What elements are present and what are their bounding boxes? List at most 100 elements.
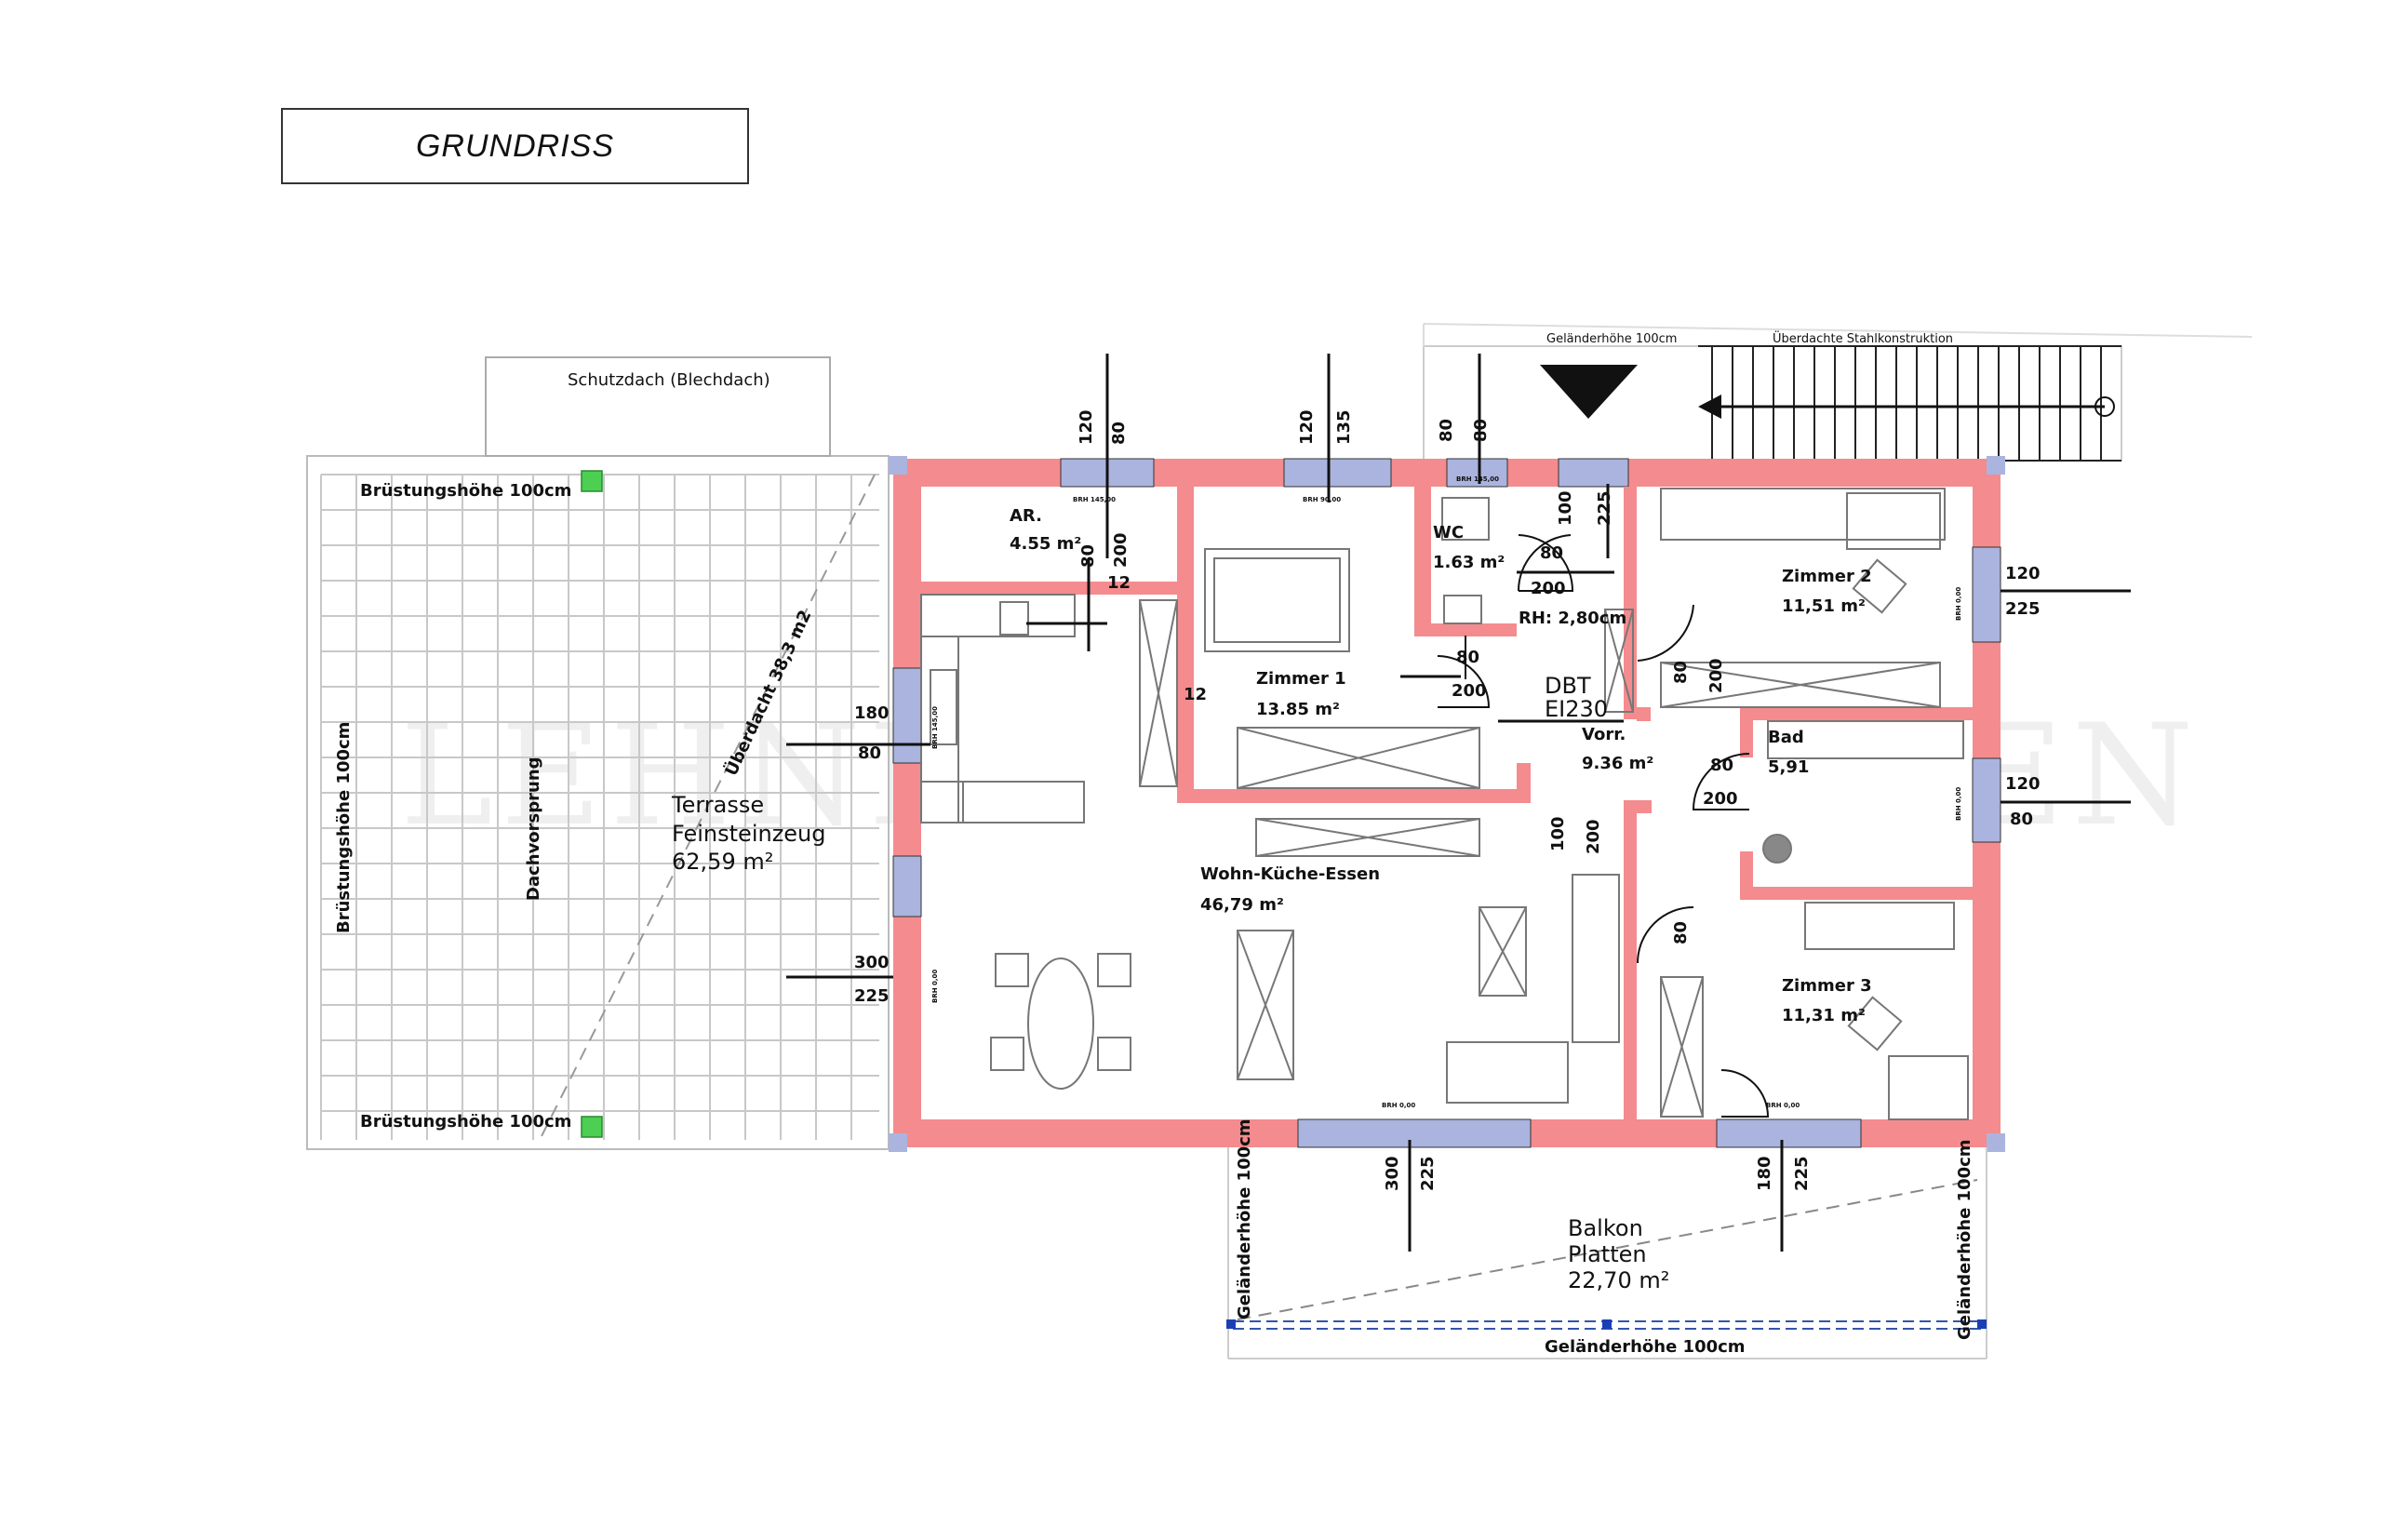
dim-label: 225: [2005, 599, 2041, 619]
dim-label: 300: [854, 953, 890, 972]
corner-post-bottom: [581, 1116, 603, 1138]
dim-label: 120: [1297, 409, 1317, 445]
room-ar-area: 4.55 m²: [1010, 534, 1081, 554]
dim-label: 200: [1452, 681, 1487, 701]
dim-label: 80: [1540, 543, 1563, 563]
dimension-labels: 120 80 120 135 80 80 100 225 80 200 80 2…: [854, 409, 2041, 1191]
steel-structure: Geländerhöhe 100cm Überdachte Stahlkonst…: [1423, 323, 2253, 462]
dim-label: 120: [1077, 409, 1096, 445]
brh-label: BRH 0,00: [931, 970, 939, 1003]
dim-label: 135: [1334, 409, 1354, 445]
corner-post-top: [581, 470, 603, 492]
dim-label: 200: [1584, 819, 1603, 854]
room-zimmer3-name: Zimmer 3: [1782, 976, 1872, 996]
stair-end-icon: [2094, 396, 2115, 417]
room-bad-area: 5,91: [1768, 757, 1809, 777]
dim-label: 225: [854, 986, 890, 1006]
outer-walls: [893, 459, 2001, 1147]
dim-label: 200: [1703, 789, 1738, 809]
stahl-label: Überdachte Stahlkonstruktion: [1773, 330, 1953, 346]
room-zimmer1-name: Zimmer 1: [1256, 669, 1346, 689]
dim-label: 200: [1531, 579, 1566, 598]
dachvorsprung-label: Dachvorsprung: [524, 757, 543, 901]
roof-overhang-line: [539, 474, 876, 1141]
balkon-gelaender-left: Geländerhöhe 100cm: [1235, 1118, 1254, 1319]
window-left-1: [892, 667, 922, 764]
room-labels: AR. 4.55 m² WC 1.63 m² Zimmer 1 13.85 m²…: [1010, 506, 1872, 1025]
entrance-door: [1558, 458, 1629, 488]
dim-label: 80: [1671, 921, 1691, 944]
dim-label: 300: [1383, 1156, 1402, 1191]
terrace-grid: [320, 474, 879, 1140]
arrow-left-icon: [1698, 395, 1721, 419]
terrace-area: 62,59 m²: [672, 849, 773, 875]
dim-label: 80: [858, 743, 881, 763]
window-bottom-2: [1716, 1118, 1862, 1148]
window-left-2: [892, 855, 922, 917]
room-wohn-area: 46,79 m²: [1200, 895, 1284, 915]
window-right-1: [1972, 546, 2001, 643]
brh-label: BRH 145,00: [1073, 496, 1116, 503]
dim-label: 12: [1107, 573, 1131, 593]
dim-label: 80: [2010, 810, 2033, 829]
room-zimmer2-area: 11,51 m²: [1782, 596, 1866, 616]
door-swings: [1437, 534, 1770, 1118]
dim-label: 80: [1437, 419, 1456, 442]
cut-lines: [786, 354, 2131, 1252]
room-zimmer2-name: Zimmer 2: [1782, 567, 1872, 586]
dim-label: 180: [1755, 1156, 1774, 1191]
plan-title: GRUNDRISS: [415, 127, 615, 164]
furniture: [920, 488, 1969, 1120]
room-wohn-name: Wohn-Küche-Essen: [1200, 864, 1380, 884]
dim-label: 80: [1456, 648, 1479, 667]
dim-label: 100: [1548, 816, 1568, 851]
terrace-name: Terrasse: [671, 792, 764, 818]
dim-label: 120: [2005, 564, 2041, 583]
schutzdach-label: Schutzdach (Blechdach): [568, 370, 770, 390]
balkon-gelaender-bottom: Geländerhöhe 100cm: [1545, 1337, 1746, 1357]
room-ar-name: AR.: [1010, 506, 1042, 526]
window-right-2: [1972, 757, 2001, 843]
brh-label: BRH 145,00: [1456, 475, 1499, 483]
room-wc-area: 1.63 m²: [1433, 553, 1505, 572]
gelaender-top-label: Geländerhöhe 100cm: [1546, 332, 1677, 346]
dim-label: 80: [1109, 422, 1129, 445]
fire-door-label: DBT: [1545, 673, 1591, 699]
room-vorr-name: Vorr.: [1582, 725, 1626, 744]
brh-label: BRH 0,00: [1955, 587, 1962, 621]
brh-label: BRH 90,00: [1303, 496, 1341, 503]
entrance-triangle-icon: [1540, 365, 1638, 419]
dim-label: 180: [854, 703, 890, 723]
dim-label: 80: [1671, 661, 1691, 684]
brh-label: BRH 0,00: [1766, 1102, 1800, 1109]
dim-label: 80: [1078, 544, 1098, 568]
dim-label: 12: [1184, 685, 1207, 704]
terrace-material: Feinsteinzeug: [672, 821, 826, 847]
bruestung-side-label: Brüstungshöhe 100cm: [334, 722, 354, 933]
room-zimmer1-area: 13.85 m²: [1256, 700, 1340, 719]
room-bad-name: Bad: [1768, 728, 1804, 747]
brh-labels: BRH 145,00 BRH 90,00 BRH 145,00 BRH 0,00…: [931, 475, 1962, 1109]
title-box: GRUNDRISS: [281, 108, 749, 184]
dim-label: 225: [1595, 490, 1614, 526]
dim-label: 200: [1706, 658, 1726, 693]
balkon-material: Platten: [1568, 1241, 1647, 1267]
fire-rating-label: EI230: [1545, 696, 1608, 722]
brh-label: BRH 145,00: [931, 706, 939, 749]
brh-label: BRH 0,00: [1955, 787, 1962, 821]
window-top-3: [1446, 458, 1508, 488]
balkon-gelaender-right: Geländerhöhe 100cm: [1955, 1139, 1974, 1340]
wall-corners: [889, 456, 2005, 1152]
dim-label: 225: [1418, 1156, 1438, 1191]
brh-label: BRH 0,00: [1382, 1102, 1415, 1109]
balkon: Balkon Platten 22,70 m² Geländerhöhe 100…: [1226, 1118, 1987, 1359]
dim-label: 225: [1792, 1156, 1812, 1191]
dim-label: 80: [1710, 756, 1733, 775]
room-zimmer3-area: 11,31 m²: [1782, 1006, 1866, 1025]
bruestung-bottom-label: Brüstungshöhe 100cm: [360, 1112, 571, 1132]
schutzdach-outline: [485, 356, 831, 457]
window-bottom-1: [1297, 1118, 1532, 1148]
windows: [892, 458, 2001, 1148]
window-top-2: [1283, 458, 1392, 488]
